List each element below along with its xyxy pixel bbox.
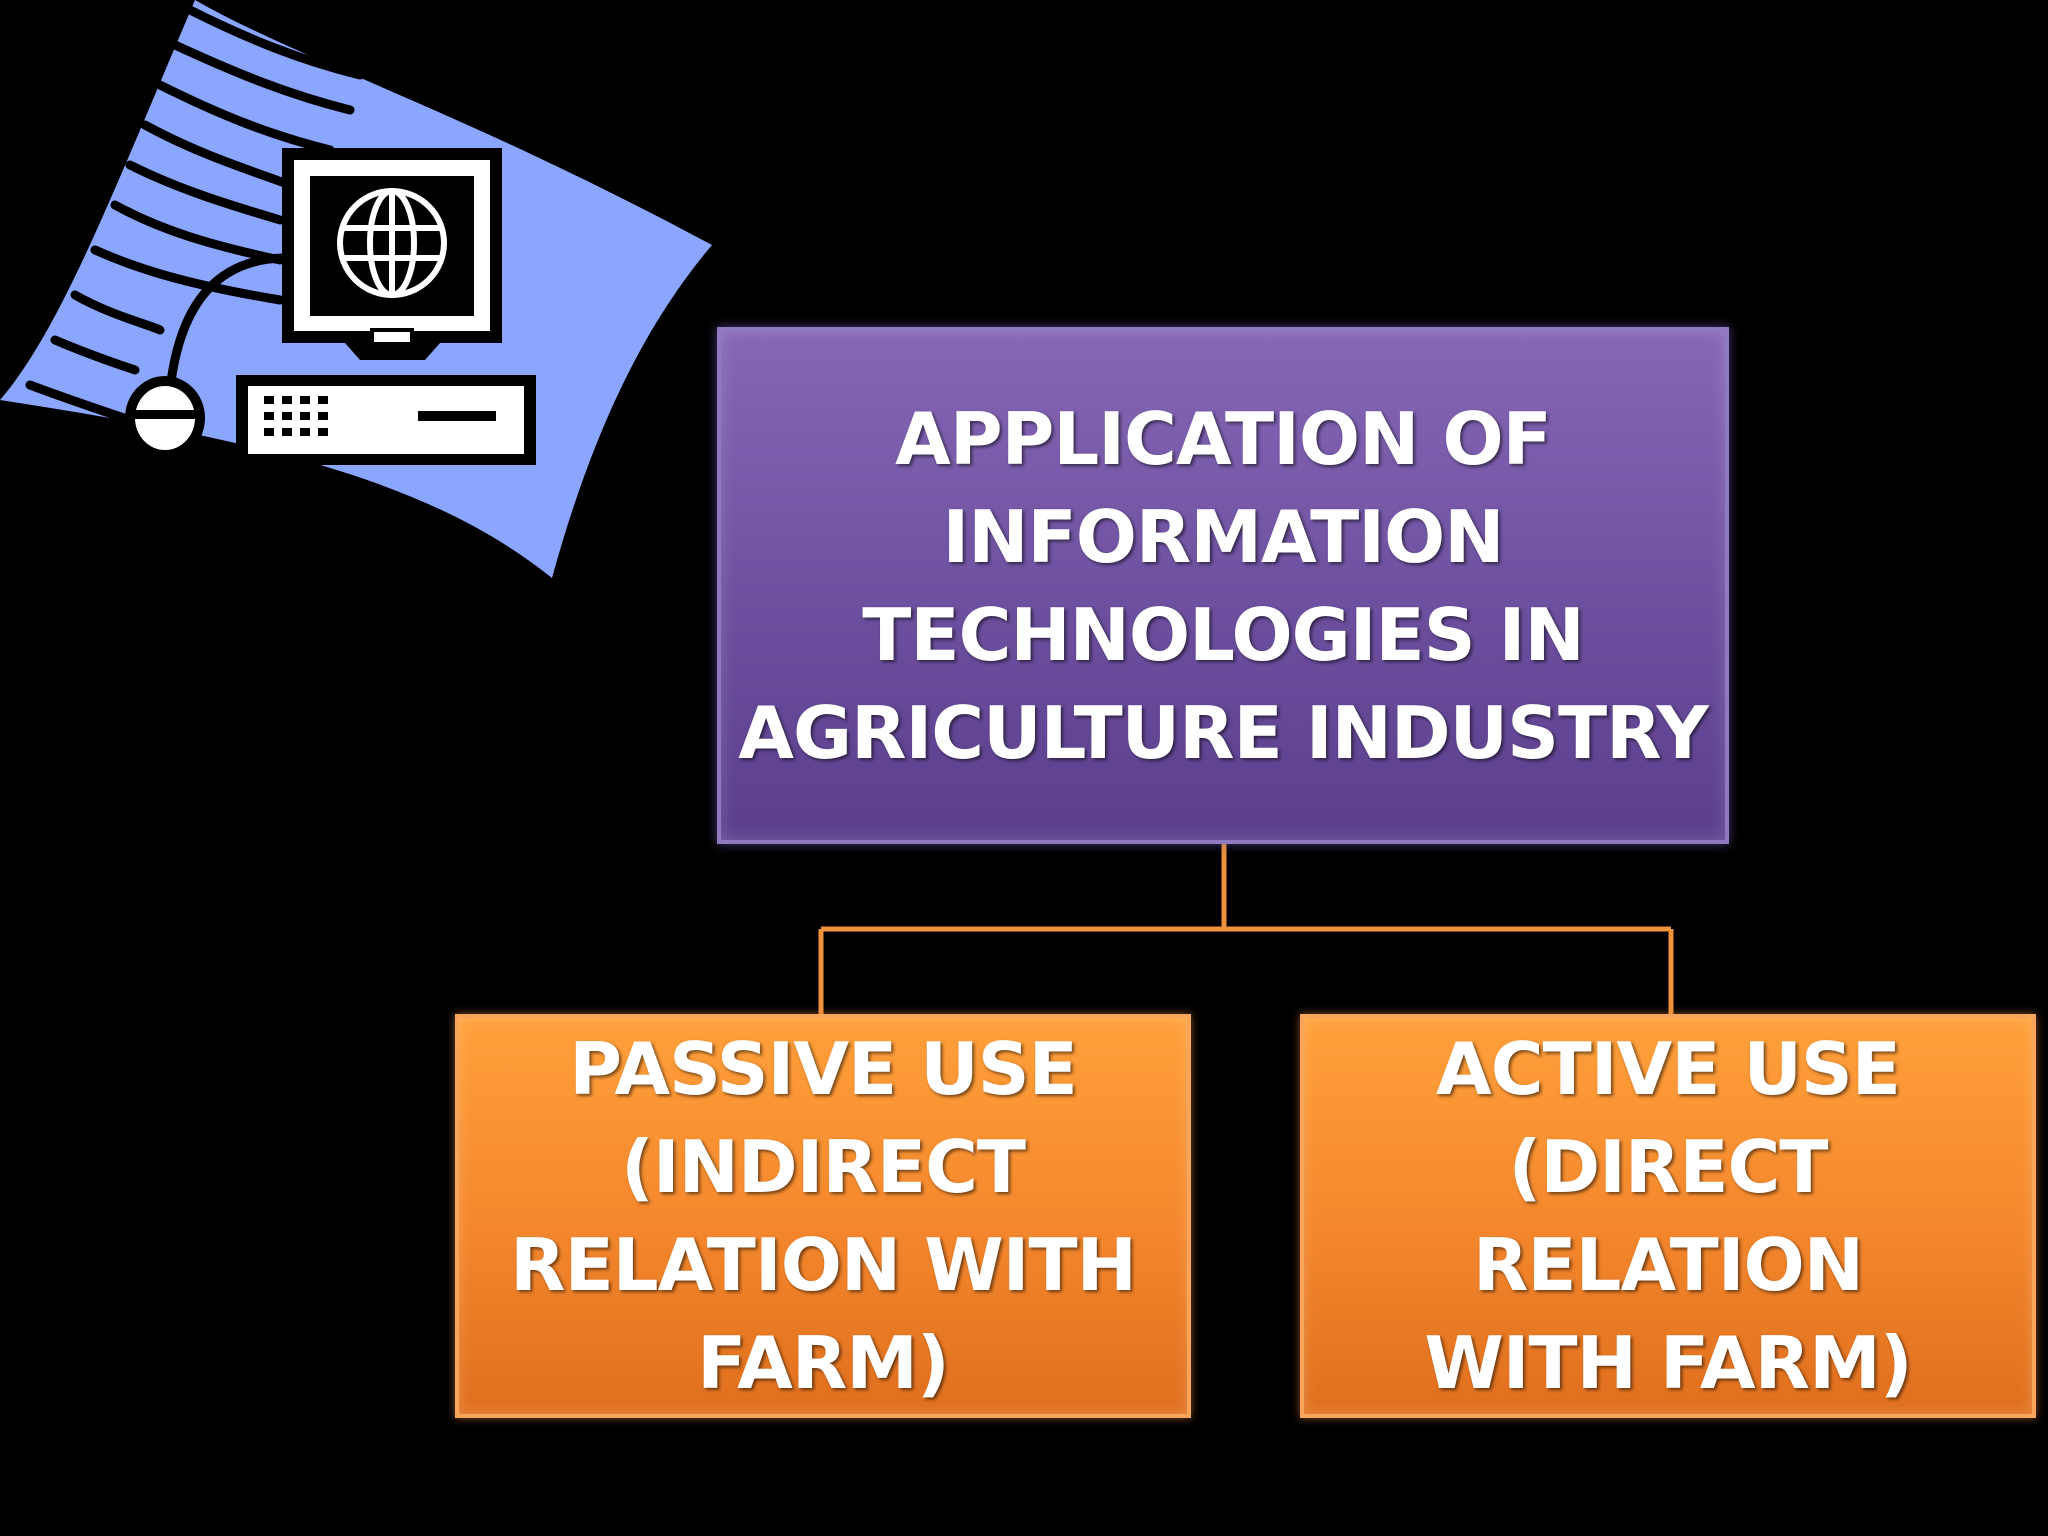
speed-lines bbox=[25, 5, 365, 425]
child-node-active-use: ACTIVE USE (DIRECT RELATION WITH FARM) bbox=[1300, 1014, 2036, 1418]
child-node-active-use-label: ACTIVE USE (DIRECT RELATION WITH FARM) bbox=[1424, 1027, 1912, 1405]
globe-icon bbox=[337, 188, 447, 298]
child-node-passive-use: PASSIVE USE (INDIRECT RELATION WITH FARM… bbox=[455, 1014, 1191, 1418]
mouse-icon bbox=[125, 376, 205, 460]
child-node-passive-use-label: PASSIVE USE (INDIRECT RELATION WITH FARM… bbox=[510, 1027, 1137, 1405]
cpu-unit-icon bbox=[236, 375, 536, 465]
root-node-label: APPLICATION OF INFORMATION TECHNOLOGIES … bbox=[738, 396, 1708, 775]
computer-clipart-icon bbox=[0, 0, 712, 578]
root-node: APPLICATION OF INFORMATION TECHNOLOGIES … bbox=[717, 327, 1729, 844]
mouse-cable bbox=[165, 253, 283, 391]
